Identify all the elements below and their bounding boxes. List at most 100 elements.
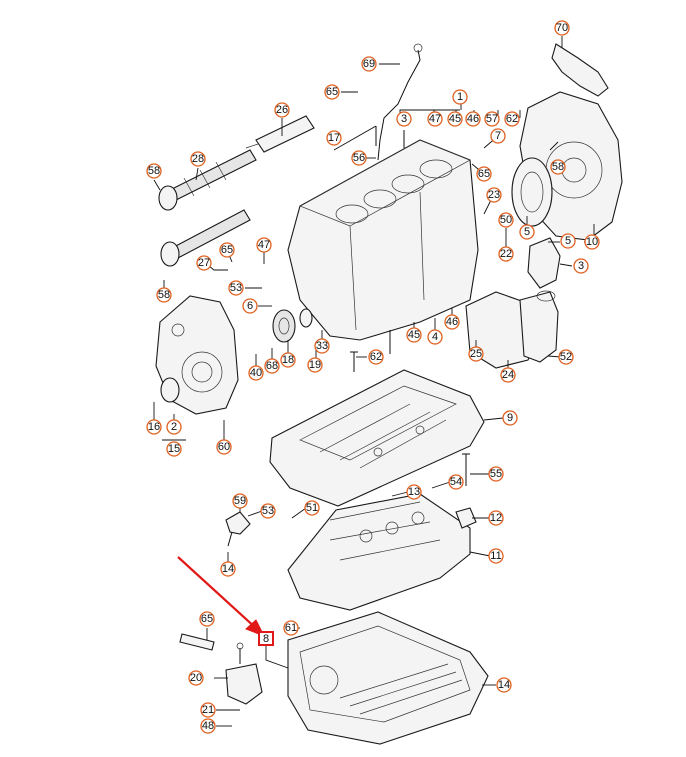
shaft-26	[255, 115, 315, 153]
svg-text:8: 8	[263, 633, 269, 645]
callout-45-lower[interactable]: 45	[406, 327, 422, 343]
svg-text:50: 50	[500, 214, 512, 226]
svg-text:55: 55	[490, 468, 502, 480]
callout-65-mid[interactable]: 65	[476, 166, 492, 182]
callout-58-right[interactable]: 58	[550, 159, 566, 175]
callout-62-lower[interactable]: 62	[368, 349, 384, 365]
callout-6[interactable]: 6	[242, 298, 258, 314]
callout-50[interactable]: 50	[498, 212, 514, 228]
callout-46[interactable]: 46	[465, 111, 481, 127]
svg-text:40: 40	[250, 367, 262, 379]
svg-text:69: 69	[363, 58, 375, 70]
callout-14-right[interactable]: 14	[496, 677, 512, 693]
callout-65-lower[interactable]: 65	[199, 611, 215, 627]
callout-20[interactable]: 20	[188, 670, 204, 686]
callout-28[interactable]: 28	[190, 151, 206, 167]
cylinder-block	[287, 139, 479, 341]
svg-text:60: 60	[218, 441, 230, 453]
callout-55[interactable]: 55	[488, 466, 504, 482]
callout-3[interactable]: 3	[396, 111, 412, 127]
oil-level-sensor-20	[225, 663, 263, 705]
svg-text:12: 12	[490, 512, 502, 524]
callout-58-left[interactable]: 58	[146, 163, 162, 179]
callout-51[interactable]: 51	[304, 500, 320, 516]
svg-text:11: 11	[490, 550, 501, 562]
svg-text:54: 54	[450, 476, 462, 488]
callout-12[interactable]: 12	[488, 510, 504, 526]
callout-54[interactable]: 54	[448, 474, 464, 490]
svg-text:46: 46	[467, 113, 479, 125]
callout-24[interactable]: 24	[500, 367, 516, 383]
callout-59[interactable]: 59	[232, 493, 248, 509]
callout-15[interactable]: 15	[166, 441, 182, 457]
callout-65-top[interactable]: 65	[324, 84, 340, 100]
svg-text:1: 1	[457, 91, 463, 103]
callouts: 1 3 47 45 46 57 62 70 69 65 26 17 56 7 6…	[146, 20, 600, 734]
callout-46-lower[interactable]: 46	[444, 314, 460, 330]
svg-text:28: 28	[192, 153, 204, 165]
svg-text:19: 19	[309, 359, 321, 371]
callout-68[interactable]: 68	[264, 358, 280, 374]
svg-text:4: 4	[432, 331, 438, 343]
callout-47[interactable]: 47	[427, 111, 443, 127]
svg-text:6: 6	[247, 300, 253, 312]
callout-21[interactable]: 21	[200, 702, 216, 718]
svg-text:53: 53	[230, 282, 242, 294]
callout-7[interactable]: 7	[490, 128, 506, 144]
svg-text:15: 15	[168, 443, 180, 455]
callout-9[interactable]: 9	[502, 410, 518, 426]
callout-14-left[interactable]: 14	[220, 561, 236, 577]
callout-27[interactable]: 27	[196, 255, 212, 271]
callout-1[interactable]: 1	[452, 89, 468, 105]
svg-text:61: 61	[285, 622, 297, 634]
callout-8-highlighted[interactable]: 8	[258, 631, 274, 646]
callout-17[interactable]: 17	[326, 130, 342, 146]
callout-53-lower[interactable]: 53	[260, 503, 276, 519]
svg-text:46: 46	[446, 316, 458, 328]
svg-text:65: 65	[221, 244, 233, 256]
callout-5-upper[interactable]: 5	[519, 224, 535, 240]
callout-52[interactable]: 52	[558, 349, 574, 365]
callout-40[interactable]: 40	[248, 365, 264, 381]
svg-text:5: 5	[565, 235, 571, 247]
callout-23[interactable]: 23	[486, 187, 502, 203]
svg-text:2: 2	[171, 421, 177, 433]
callout-11[interactable]: 11	[488, 548, 504, 564]
oil-filter-housing-24	[519, 291, 559, 363]
callout-19[interactable]: 19	[307, 357, 323, 373]
svg-text:3: 3	[578, 260, 584, 272]
callout-5-right[interactable]: 5	[560, 233, 576, 249]
callout-26[interactable]: 26	[274, 102, 290, 118]
callout-65-left[interactable]: 65	[219, 242, 235, 258]
callout-57[interactable]: 57	[484, 111, 500, 127]
svg-text:51: 51	[306, 502, 318, 514]
callout-18[interactable]: 18	[280, 352, 296, 368]
callout-62[interactable]: 62	[504, 111, 520, 127]
callout-16[interactable]: 16	[146, 419, 162, 435]
svg-text:62: 62	[506, 113, 518, 125]
callout-4[interactable]: 4	[427, 329, 443, 345]
callout-61[interactable]: 61	[283, 620, 299, 636]
callout-69[interactable]: 69	[361, 56, 377, 72]
callout-25[interactable]: 25	[468, 346, 484, 362]
callout-58-lower[interactable]: 58	[156, 287, 172, 303]
callout-70[interactable]: 70	[554, 20, 570, 36]
callout-48[interactable]: 48	[200, 718, 216, 734]
callout-10[interactable]: 10	[584, 234, 600, 250]
callout-56[interactable]: 56	[351, 150, 367, 166]
callout-45[interactable]: 45	[447, 111, 463, 127]
svg-text:45: 45	[408, 329, 420, 341]
sensor-59	[225, 511, 251, 535]
callout-3-right[interactable]: 3	[573, 258, 589, 274]
callout-53[interactable]: 53	[228, 280, 244, 296]
callout-22[interactable]: 22	[498, 246, 514, 262]
callout-60[interactable]: 60	[216, 439, 232, 455]
callout-2[interactable]: 2	[166, 419, 182, 435]
shaft-28	[169, 149, 257, 201]
callout-13[interactable]: 13	[406, 484, 422, 500]
svg-text:68: 68	[266, 360, 278, 372]
svg-text:58: 58	[158, 289, 170, 301]
svg-text:52: 52	[560, 351, 572, 363]
callout-33[interactable]: 33	[314, 338, 330, 354]
callout-47-left[interactable]: 47	[256, 237, 272, 253]
